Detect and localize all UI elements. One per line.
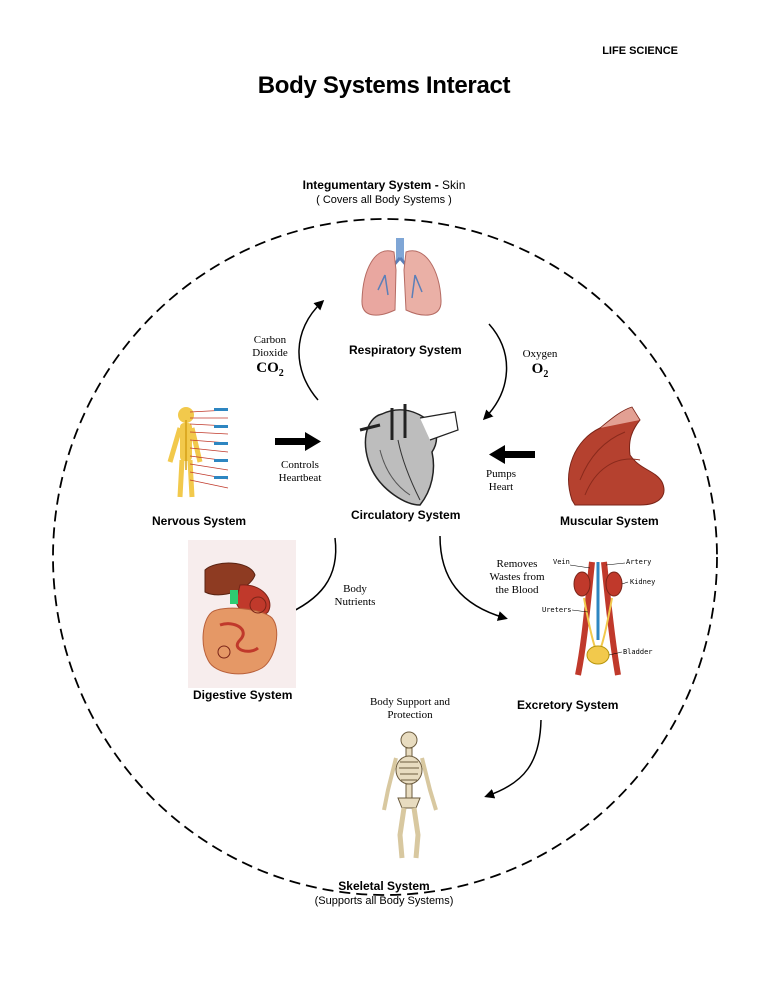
co2-arrow [298, 299, 325, 401]
integumentary-separator: - [434, 178, 439, 192]
removes-wastes-label: Removes Wastes from the Blood [484, 558, 550, 597]
oxygen-formula-text: O [531, 361, 544, 377]
digestive-system-icon [188, 540, 296, 688]
co2-formula-text: CO [256, 360, 279, 376]
body-support-label: Body Support and Protection [360, 696, 460, 722]
co2-formula-subscript: 2 [278, 368, 284, 379]
oxygen-formula-subscript: 2 [543, 369, 549, 380]
skeletal-note: (Supports all Body Systems) [314, 895, 454, 907]
subject-label: LIFE SCIENCE [602, 45, 678, 57]
co2-line2: Dioxide [252, 347, 288, 359]
pumps-heart-arrow [489, 445, 535, 464]
pumps-heart-label: Pumps Heart [478, 468, 524, 494]
controls-heartbeat-line2: Heartbeat [278, 472, 322, 484]
oxygen-formula: O2 [512, 361, 568, 381]
body-support-line2: Protection [387, 709, 433, 721]
controls-heartbeat-line1: Controls [281, 459, 319, 471]
co2-label: Carbon Dioxide CO2 [242, 334, 298, 380]
excretory-label: Excretory System [517, 698, 619, 712]
oxygen-arrow [482, 323, 508, 421]
nervous-label: Nervous System [152, 514, 247, 528]
co2-formula: CO2 [242, 360, 298, 380]
removes-wastes-line3: the Blood [495, 584, 539, 596]
muscular-label: Muscular System [560, 514, 659, 528]
oxygen-line1: Oxygen [522, 348, 558, 360]
heart-icon [359, 404, 459, 506]
pumps-heart-line2: Heart [488, 481, 514, 493]
body-nutrients-label: Body Nutrients [326, 583, 384, 609]
controls-heartbeat-label: Controls Heartbeat [266, 459, 334, 485]
nervous-system-icon [167, 407, 229, 498]
excretory-system-icon [569, 561, 629, 676]
body-nutrients-line2: Nutrients [334, 596, 376, 608]
body-support-line1: Body Support and [369, 696, 451, 708]
page-title: Body Systems Interact [257, 72, 511, 99]
muscular-arm-icon [568, 406, 665, 506]
integumentary-boundary [52, 218, 718, 896]
integumentary-detail: Skin [442, 178, 466, 192]
excretory-bladder-label: Bladder [623, 648, 653, 656]
excretory-artery-label: Artery [626, 558, 652, 566]
circulatory-label: Circulatory System [351, 508, 461, 522]
excretory-vein-label: Vein [553, 558, 570, 566]
support-arrow [484, 719, 542, 799]
excretory-kidney-label: Kidney [630, 578, 656, 586]
integumentary-label: Integumentary System - Skin [0, 178, 768, 192]
body-nutrients-line1: Body [343, 583, 367, 595]
removes-wastes-line1: Removes [496, 558, 538, 570]
wastes-arrow [439, 535, 508, 621]
removes-wastes-line2: Wastes from [489, 571, 545, 583]
skeletal-label: Skeletal System [338, 879, 430, 893]
co2-line1: Carbon [253, 334, 287, 346]
lungs-icon [361, 238, 442, 316]
skeleton-icon [382, 731, 438, 859]
digestive-label: Digestive System [193, 688, 293, 702]
controls-heartbeat-arrow [275, 432, 321, 451]
excretory-ureters-label: Ureters [542, 606, 572, 614]
respiratory-label: Respiratory System [349, 343, 462, 357]
oxygen-label: Oxygen O2 [512, 348, 568, 381]
integumentary-note: ( Covers all Body Systems ) [316, 194, 452, 206]
integumentary-name: Integumentary System [302, 178, 432, 192]
pumps-heart-line1: Pumps [486, 468, 516, 480]
